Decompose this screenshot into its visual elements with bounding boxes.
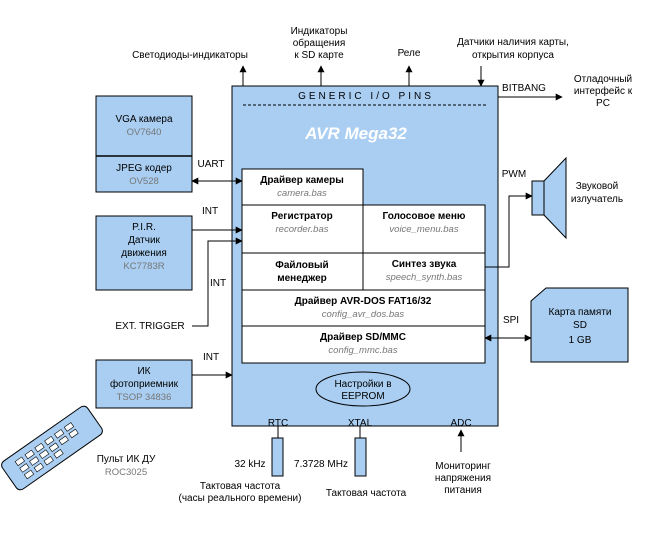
fat-driver-title: Драйвер AVR-DOS FAT16/32 xyxy=(295,296,432,307)
xtal-crystal-icon xyxy=(354,437,367,477)
int-label-1: INT xyxy=(202,206,218,217)
xtal-frequency: 7.3728 MHz xyxy=(294,459,348,470)
rtc-crystal-icon xyxy=(271,437,284,477)
speech-synth-box xyxy=(362,252,486,291)
fat-driver-file: config_avr_dos.bas xyxy=(322,309,405,320)
camera-block xyxy=(95,95,193,193)
fat-driver-box xyxy=(241,289,486,327)
generic-io-pins-label: GENERIC I/O PINS xyxy=(298,91,434,102)
eeprom-ellipse xyxy=(315,371,411,407)
file-manager-title-2: менеджер xyxy=(277,273,327,284)
remote-label: Пульт ИК ДУ xyxy=(97,454,156,465)
eeprom-label-2: EEPROM xyxy=(341,391,384,402)
adc-desc-3: питания xyxy=(444,485,482,496)
int-label-2: INT xyxy=(210,278,226,289)
adc-desc-1: Мониторинг xyxy=(435,461,491,472)
ir-remote-icon xyxy=(1,405,103,491)
speech-synth-title: Синтез звука xyxy=(392,259,457,270)
eeprom-label-1: Настройки в xyxy=(334,379,391,390)
xtal-label: XTAL xyxy=(348,418,373,429)
file-manager-title-1: Файловый xyxy=(275,260,328,271)
spi-label: SPI xyxy=(503,315,519,326)
speaker-icon xyxy=(531,156,567,240)
sd-indicators-label-2: обращения xyxy=(293,37,346,49)
camera-driver-box xyxy=(241,168,364,206)
jpeg-encoder-title: JPEG кодер xyxy=(116,163,172,174)
mcu-title: AVR Mega32 xyxy=(304,124,407,143)
voice-menu-box xyxy=(362,204,486,254)
jpeg-encoder-model: OV528 xyxy=(129,176,159,187)
sd-card-label-3: 1 GB xyxy=(569,335,592,346)
sensors-label-2: открытия корпуса xyxy=(472,50,554,61)
debug-label-3: PC xyxy=(596,98,610,109)
rtc-frequency: 32 kHz xyxy=(234,459,265,470)
rtc-desc-2: (часы реального времени) xyxy=(179,493,302,504)
pir-label-1: P.I.R. xyxy=(132,222,156,233)
rtc-label: RTC xyxy=(268,418,288,429)
debug-label-1: Отладочный xyxy=(574,74,632,85)
leds-label: Светодиоды-индикаторы xyxy=(132,50,248,61)
uart-label: UART xyxy=(197,159,224,170)
remote-model: ROC3025 xyxy=(105,467,147,478)
ext-trigger-label: EXT. TRIGGER xyxy=(115,321,184,332)
debug-label-2: интерфейс к xyxy=(574,85,633,97)
pwm-line xyxy=(485,192,533,268)
speech-synth-file: speech_synth.bas xyxy=(386,272,463,283)
pir-label-2: Датчик xyxy=(128,235,160,246)
ir-receiver-label-2: фотоприемник xyxy=(110,378,179,390)
sensors-label-1: Датчики наличия карты, xyxy=(457,37,569,48)
camera-driver-title: Драйвер камеры xyxy=(260,175,344,186)
sd-indicators-label-3: к SD карте xyxy=(294,50,344,61)
adc-desc-2: напряжения xyxy=(435,473,491,484)
vga-camera-title: VGA камера xyxy=(115,114,172,125)
bitbang-label: BITBANG xyxy=(502,83,546,94)
speaker-label-1: Звуковой xyxy=(576,181,619,192)
sd-driver-title: Драйвер SD/MMC xyxy=(320,332,406,343)
adc-label: ADC xyxy=(450,418,471,429)
pwm-label: PWM xyxy=(502,169,526,180)
ir-receiver-block xyxy=(95,359,193,409)
recorder-file: recorder.bas xyxy=(276,224,329,235)
sd-card-label-2: SD xyxy=(573,320,587,331)
pir-model: KC7783R xyxy=(123,261,164,272)
file-manager-box xyxy=(241,252,364,291)
sd-indicators-label-1: Индикаторы xyxy=(291,26,348,37)
ir-receiver-model: TSOP 34836 xyxy=(117,392,172,403)
pir-block xyxy=(95,215,193,291)
relay-label: Реле xyxy=(398,48,421,59)
recorder-title: Регистратор xyxy=(271,211,332,222)
pir-label-3: движения xyxy=(121,248,167,259)
ir-receiver-label-1: ИК xyxy=(137,366,150,377)
xtal-desc: Тактовая частота xyxy=(326,488,407,499)
rtc-desc-1: Тактовая частота xyxy=(200,481,281,492)
camera-driver-file: camera.bas xyxy=(277,188,327,199)
speaker-label-2: излучатель xyxy=(571,194,623,205)
voice-menu-file: voice_menu.bas xyxy=(389,224,458,235)
sd-card-label-1: Карта памяти xyxy=(549,307,612,318)
vga-camera-model: OV7640 xyxy=(127,127,162,138)
sd-driver-box xyxy=(241,325,486,364)
ext-trigger-line xyxy=(192,237,243,327)
int-label-3: INT xyxy=(203,352,219,363)
sd-driver-file: config_mmc.bas xyxy=(328,345,397,356)
sd-card-icon xyxy=(530,287,629,363)
voice-menu-title: Голосовое меню xyxy=(383,211,466,222)
